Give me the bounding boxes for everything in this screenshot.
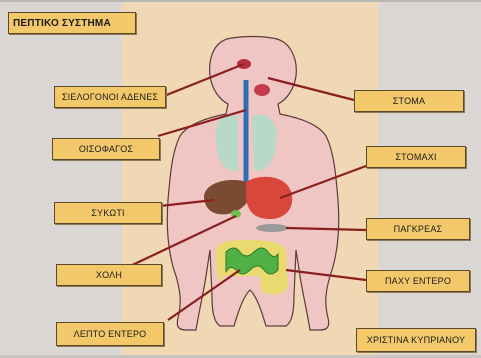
label-stomach: ΣΤΟΜΑΧΙ — [366, 146, 466, 168]
label-large-intestine: ΠΑΧΥ ΕΝΤΕΡΟ — [366, 270, 470, 292]
label-esophagus: ΟΙΣΟΦΑΓΟΣ — [52, 138, 160, 160]
author-credit: ΧΡΙΣΤΙΝΑ ΚΥΠΡΙΑΝΟΥ — [356, 328, 476, 352]
pancreas-organ — [256, 224, 288, 232]
label-bile: ΧΟΛΗ — [56, 264, 162, 286]
mouth-organ — [254, 84, 270, 96]
label-salivary-glands: ΣΙΕΛΟΓΟΝΟΙ ΑΔΕΝΕΣ — [54, 86, 166, 108]
label-liver: ΣΥΚΩΤΙ — [54, 202, 162, 224]
label-pancreas: ΠΑΓΚΡΕΑΣ — [366, 218, 470, 240]
label-small-intestine: ΛΕΠΤΟ ΕΝΤΕΡΟ — [56, 322, 164, 346]
poster-title: ΠΕΠΤΙΚΟ ΣΥΣΤΗΜΑ — [8, 12, 136, 34]
label-mouth: ΣΤΟΜΑ — [354, 90, 464, 112]
